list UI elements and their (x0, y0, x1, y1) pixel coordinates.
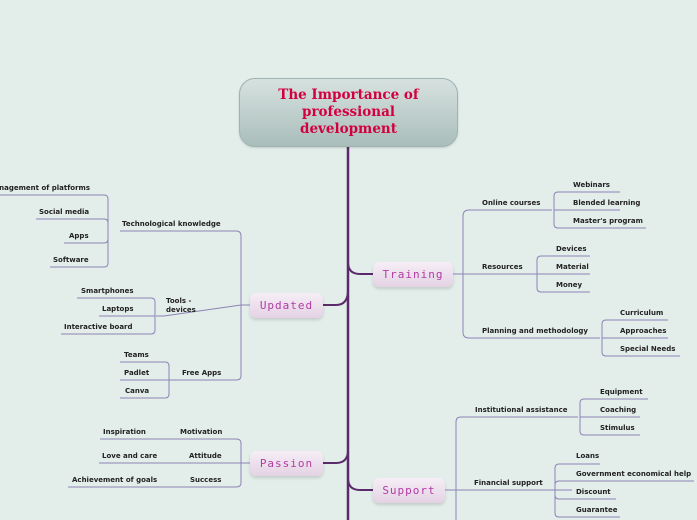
subtopic-institutional-assistance[interactable]: Institutional assistance (475, 406, 568, 414)
item-canva[interactable]: Canva (125, 387, 150, 395)
item-masters-program[interactable]: Master's program (573, 217, 643, 225)
item-love-and-care[interactable]: Love and care (102, 452, 158, 460)
item-smartphones[interactable]: Smartphones (81, 287, 134, 295)
subtopic-success[interactable]: Success (190, 476, 222, 484)
item-achievement-of-goals[interactable]: Achievement of goals (72, 476, 158, 484)
topic-support[interactable]: Support (373, 478, 445, 503)
item-material[interactable]: Material (556, 263, 589, 271)
item-government-economical-help[interactable]: Government economical help (576, 470, 692, 478)
item-coaching[interactable]: Coaching (600, 406, 637, 414)
subtopic-tools-devices[interactable]: Tools - devices (166, 297, 196, 314)
subtopic-financial-support[interactable]: Financial support (474, 479, 543, 487)
subtopic-planning-methodology[interactable]: Planning and methodology (482, 327, 588, 335)
item-webinars[interactable]: Webinars (573, 181, 610, 189)
item-loans[interactable]: Loans (576, 452, 600, 460)
item-apps[interactable]: Apps (69, 232, 89, 240)
item-software[interactable]: Software (53, 256, 89, 264)
item-devices[interactable]: Devices (556, 245, 587, 253)
item-laptops[interactable]: Laptops (102, 305, 134, 313)
topic-updated[interactable]: Updated (250, 293, 323, 318)
item-teams[interactable]: Teams (124, 351, 149, 359)
central-topic-title: The Importance of professional developme… (278, 87, 419, 137)
item-social-media[interactable]: Social media (39, 208, 90, 216)
item-inspiration[interactable]: Inspiration (103, 428, 146, 436)
item-management-of-platforms[interactable]: Management of platforms (0, 184, 90, 192)
item-blended-learning[interactable]: Blended learning (573, 199, 641, 207)
subtopic-resources[interactable]: Resources (482, 263, 523, 271)
subtopic-attitude[interactable]: Attitude (189, 452, 222, 460)
central-topic[interactable]: The Importance of professional developme… (239, 78, 458, 147)
item-special-needs[interactable]: Special Needs (620, 345, 676, 353)
subtopic-free-apps[interactable]: Free Apps (182, 369, 222, 377)
subtopic-online-courses[interactable]: Online courses (482, 199, 541, 207)
item-padlet[interactable]: Padlet (124, 369, 150, 377)
subtopic-motivation[interactable]: Motivation (180, 428, 223, 436)
item-discount[interactable]: Discount (576, 488, 611, 496)
item-money[interactable]: Money (556, 281, 583, 289)
item-approaches[interactable]: Approaches (620, 327, 667, 335)
topic-passion[interactable]: Passion (250, 451, 323, 476)
subtopic-technological-knowledge[interactable]: Technological knowledge (122, 220, 221, 228)
item-equipment[interactable]: Equipment (600, 388, 643, 396)
item-stimulus[interactable]: Stimulus (600, 424, 635, 432)
item-interactive-board[interactable]: Interactive board (64, 323, 133, 331)
item-guarantee[interactable]: Guarantee (576, 506, 618, 514)
item-curriculum[interactable]: Curriculum (620, 309, 664, 317)
topic-training[interactable]: Training (373, 262, 453, 287)
